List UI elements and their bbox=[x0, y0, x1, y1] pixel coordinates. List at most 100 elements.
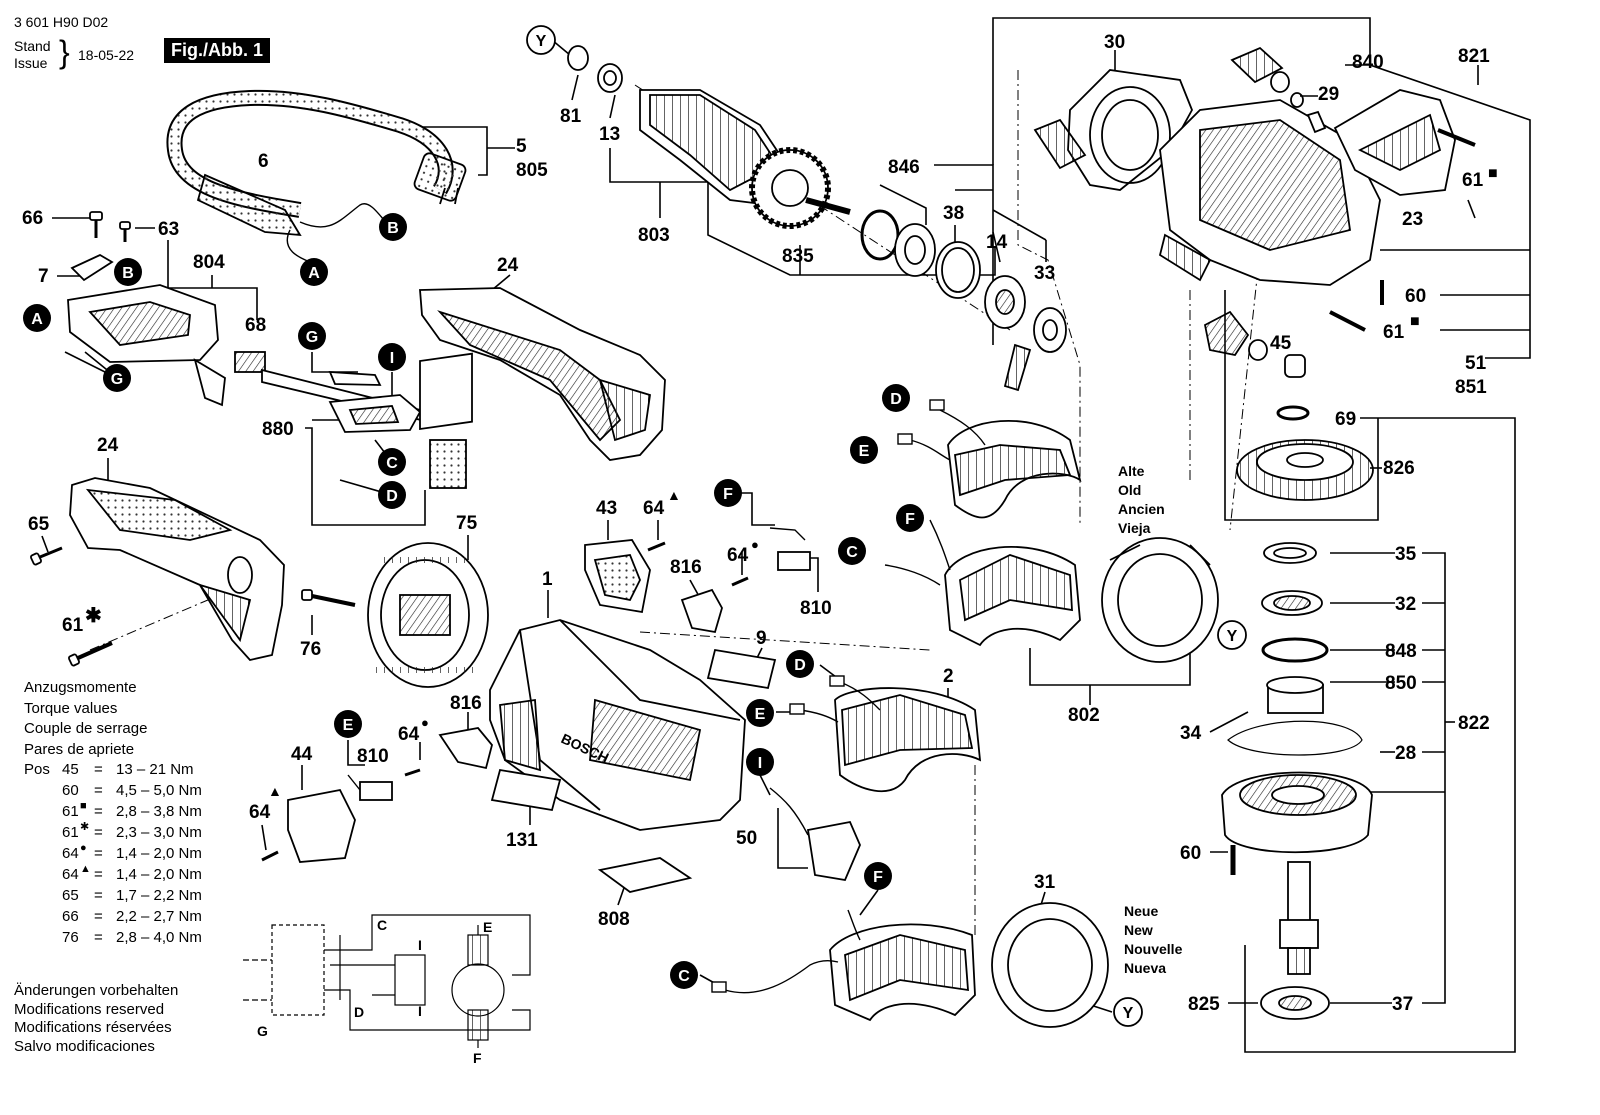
equals-sign: = bbox=[94, 887, 103, 904]
torque-mark: ✱ bbox=[80, 821, 90, 833]
rear-cover-ring bbox=[367, 542, 489, 688]
label-plate-808 bbox=[597, 857, 693, 893]
torque-value: 2,8 – 3,8 Nm bbox=[116, 803, 202, 820]
part-label-68: 68 bbox=[245, 315, 266, 336]
torque-row: 60 = 4,5 – 5,0 Nm bbox=[24, 781, 202, 802]
svg-text:B: B bbox=[387, 220, 399, 237]
triangle-mark-upper: ▲ bbox=[667, 487, 681, 503]
part-label-37: 37 bbox=[1392, 994, 1413, 1015]
spindle bbox=[1279, 861, 1319, 975]
part-label-69: 69 bbox=[1335, 409, 1356, 430]
badge-e-coil-lower: E bbox=[746, 699, 774, 727]
part-label-24-lower: 24 bbox=[97, 435, 119, 456]
old-line-es: Vieja bbox=[1118, 520, 1151, 536]
torque-mark: ▲ bbox=[80, 863, 91, 875]
equals-sign: = bbox=[94, 929, 103, 946]
old-line-de: Alte bbox=[1118, 463, 1145, 479]
coil-holder-new bbox=[991, 902, 1109, 1028]
badge-e-brush: E bbox=[334, 710, 362, 738]
part-label-45: 45 bbox=[1270, 333, 1292, 354]
screw-61b bbox=[1437, 128, 1476, 147]
part-label-840: 840 bbox=[1352, 52, 1384, 73]
part-label-805: 805 bbox=[516, 160, 548, 181]
screw-64b bbox=[731, 576, 749, 587]
modification-notes: Änderungen vorbehalten Modifications res… bbox=[14, 982, 178, 1056]
badge-a-module: A bbox=[23, 304, 51, 332]
badge-b-module: B bbox=[114, 258, 142, 286]
screw-61c bbox=[1329, 310, 1366, 332]
field-coil-new-upper bbox=[834, 687, 982, 793]
cover-plate-detail bbox=[593, 554, 641, 602]
torque-row: 65 = 1,7 – 2,2 Nm bbox=[24, 886, 202, 907]
screw-64c bbox=[404, 768, 421, 777]
part-label-24-upper: 24 bbox=[497, 255, 519, 276]
triangle-mark-lower: ▲ bbox=[268, 783, 282, 799]
square-mark-upper: ■ bbox=[1488, 165, 1498, 182]
torque-pos: 66 bbox=[62, 908, 79, 925]
svg-text:C: C bbox=[386, 455, 398, 472]
equals-sign: = bbox=[94, 803, 103, 820]
torque-pos: 60 bbox=[62, 782, 79, 799]
schematic-label-i-lower: I bbox=[418, 1003, 422, 1019]
torque-row: 61 ✱ = 2,3 – 3,0 Nm bbox=[24, 821, 202, 844]
part-label-826: 826 bbox=[1383, 458, 1415, 479]
brush-holder-816a bbox=[680, 588, 723, 634]
square-mark-lower: ■ bbox=[1410, 313, 1420, 330]
badge-e-coil-upper: E bbox=[850, 436, 878, 464]
badge-f-coil-lower: F bbox=[864, 862, 892, 890]
torque-value: 1,7 – 2,2 Nm bbox=[116, 887, 202, 904]
lock-pin bbox=[1306, 110, 1327, 134]
carbon-brush-a bbox=[777, 551, 811, 571]
torque-value: 13 – 21 Nm bbox=[116, 761, 194, 778]
part-label-43: 43 bbox=[596, 498, 617, 519]
star-mark: ✱ bbox=[85, 605, 102, 627]
part-label-1: 1 bbox=[542, 569, 553, 590]
part-label-7: 7 bbox=[38, 266, 49, 287]
svg-text:D: D bbox=[890, 391, 902, 408]
spring-ring bbox=[1270, 71, 1290, 93]
armature bbox=[567, 45, 851, 229]
schematic-label-i-upper: I bbox=[418, 937, 422, 953]
torque-title-fr: Couple de serrage bbox=[24, 720, 148, 737]
motor-housing: BOSCH bbox=[489, 619, 746, 831]
torque-pos: 76 bbox=[62, 929, 79, 946]
part-label-29: 29 bbox=[1318, 84, 1339, 105]
coil-holder-old bbox=[1101, 537, 1219, 663]
label-plate-131 bbox=[490, 768, 562, 812]
svg-text:C: C bbox=[846, 544, 858, 561]
doc-number: 3 601 H90 D02 bbox=[14, 14, 109, 30]
field-coil-new-lower bbox=[829, 923, 976, 1022]
svg-text:Y: Y bbox=[536, 33, 547, 50]
part-label-65: 65 bbox=[28, 514, 50, 535]
svg-text:E: E bbox=[859, 443, 870, 460]
pos-label: Pos bbox=[24, 761, 50, 778]
part-label-32: 32 bbox=[1395, 594, 1416, 615]
connector-badges: B A B A G G I C D F E D E F C D E I F C … bbox=[23, 25, 1247, 1027]
part-label-131: 131 bbox=[506, 830, 538, 851]
torque-row: Pos 45 = 13 – 21 Nm bbox=[24, 760, 194, 781]
schematic-label-d: D bbox=[354, 1004, 364, 1020]
part-label-23: 23 bbox=[1402, 209, 1423, 230]
badge-g-module: G bbox=[103, 364, 131, 392]
screw-65 bbox=[30, 546, 63, 566]
part-label-850: 850 bbox=[1385, 673, 1417, 694]
torque-pos: 61 bbox=[62, 824, 79, 841]
issue-date: 18-05-22 bbox=[78, 47, 135, 63]
part-label-816-upper: 816 bbox=[670, 557, 702, 578]
svg-text:G: G bbox=[111, 371, 123, 388]
part-label-6: 6 bbox=[258, 151, 269, 172]
note-en: Modifications reserved bbox=[14, 1000, 165, 1018]
part-label-63: 63 bbox=[158, 219, 179, 240]
part-label-64-circle-upper: 64 bbox=[727, 545, 749, 566]
nut-45 bbox=[1248, 339, 1268, 361]
badge-c-coil-lower: C bbox=[670, 961, 698, 989]
screw-66 bbox=[89, 211, 103, 238]
part-label-35: 35 bbox=[1395, 544, 1417, 565]
field-coil-upper bbox=[947, 419, 1082, 519]
svg-text:A: A bbox=[31, 311, 43, 328]
schematic-label-f: F bbox=[473, 1050, 482, 1066]
part-label-64-triangle-lower: 64 bbox=[249, 802, 271, 823]
torque-title-de: Anzugsmomente bbox=[24, 679, 137, 696]
torque-value: 1,4 – 2,0 Nm bbox=[116, 845, 202, 862]
new-line-fr: Nouvelle bbox=[1124, 941, 1183, 957]
